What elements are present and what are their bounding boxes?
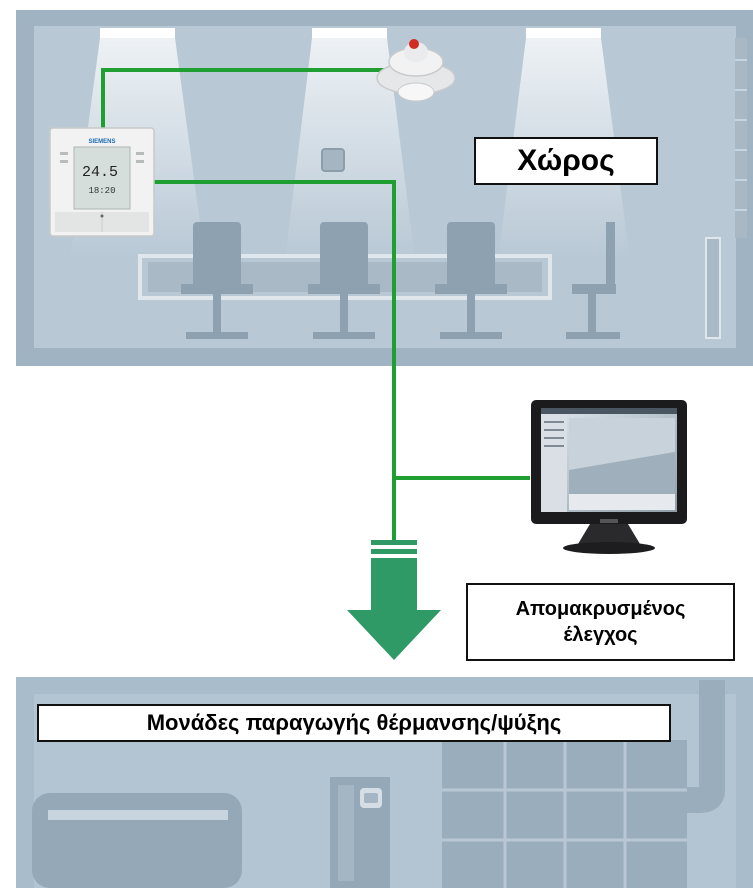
bus-wiring: [101, 68, 530, 540]
control-cabinet: [330, 777, 390, 888]
plant-label: Μονάδες παραγωγής θέρμανσης/ψύξης: [37, 704, 671, 742]
heating-unit: [442, 740, 687, 888]
wall-outlet: [321, 148, 345, 172]
down-arrow: [347, 540, 441, 660]
chair: [435, 222, 507, 339]
ceiling-lights: [70, 28, 630, 260]
thermostat-setpoint: 18:20: [88, 186, 115, 196]
exhaust-duct: [687, 680, 725, 813]
remote-label-line2: έλεγχος: [563, 624, 638, 646]
room-label-text: Χώρος: [517, 144, 615, 177]
chair: [308, 222, 380, 339]
room-thermostat: SIEMENS 24.5 18:20: [49, 127, 155, 237]
chair-side: [566, 222, 620, 339]
monitor-icon: [531, 400, 687, 554]
chair: [181, 222, 253, 339]
room-label: Χώρος: [474, 137, 658, 185]
thermostat-temperature: 24.5: [82, 164, 118, 181]
ceiling-sensor-icon: [376, 39, 456, 102]
remote-control-label: Απομακρυσμένος έλεγχος: [466, 583, 735, 661]
window-strip: [705, 38, 747, 339]
plant-label-text: Μονάδες παραγωγής θέρμανσης/ψύξης: [146, 710, 562, 735]
thermostat-brand: SIEMENS: [88, 139, 115, 145]
remote-label-line1: Απομακρυσμένος: [515, 598, 686, 620]
